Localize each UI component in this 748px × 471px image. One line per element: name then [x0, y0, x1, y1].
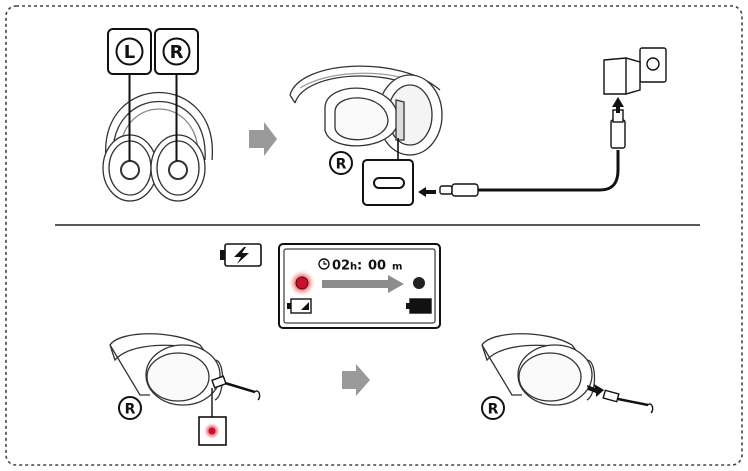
- lightning-icon: [234, 247, 249, 264]
- detached-cable: [602, 389, 654, 414]
- disconnected-view-r-label: R: [488, 402, 499, 418]
- right-label-circle: [162, 37, 191, 66]
- step-arrow-icon: [249, 122, 277, 156]
- battery-full-nub: [406, 303, 410, 309]
- usb-cable: [439, 109, 626, 197]
- timer-hours: 02: [332, 259, 350, 274]
- timer-hours-unit: h: [350, 262, 357, 273]
- left-label-circle: [115, 37, 144, 66]
- usb-c-port-icon: [373, 177, 405, 189]
- headphone-disconnected-view: [481, 333, 596, 406]
- off-indicator-led: [413, 277, 425, 289]
- dashed-frame: [5, 5, 743, 466]
- headphones-front-view: [102, 91, 213, 202]
- clock-icon: [318, 258, 330, 270]
- timer-minutes: 00: [368, 259, 386, 274]
- disconnected-view-r-circle: [481, 396, 505, 420]
- plug-in-arrow-icon: [418, 187, 436, 197]
- charging-view-r-circle: [118, 396, 142, 420]
- timer-minutes-unit: m: [392, 262, 402, 273]
- clock-hands: [323, 261, 327, 265]
- battery-charging-nub: [220, 250, 225, 260]
- step-arrow-bottom-icon: [342, 364, 370, 396]
- progress-arrow-icon: [322, 275, 404, 293]
- headphones-side-view: [289, 65, 443, 156]
- side-view-r-circle: [329, 151, 353, 175]
- timer-separator: :: [357, 259, 362, 274]
- adapter-up-arrow-icon: [612, 97, 624, 113]
- side-view-r-label: R: [336, 157, 347, 173]
- charging-view-r-label: R: [125, 402, 136, 418]
- headphone-charging-view: [109, 333, 224, 406]
- charging-indicator-led: [295, 276, 309, 290]
- left-label: L: [124, 42, 135, 63]
- connected-cable: [211, 375, 261, 401]
- unplug-arrow-icon: [587, 384, 604, 397]
- battery-low-fill: [301, 302, 309, 310]
- right-label: R: [170, 42, 184, 63]
- indicator-panel-inner: [283, 248, 436, 324]
- wall-adapter: [603, 47, 667, 95]
- led-callout-dot: [208, 427, 216, 435]
- battery-low-nub: [287, 303, 291, 309]
